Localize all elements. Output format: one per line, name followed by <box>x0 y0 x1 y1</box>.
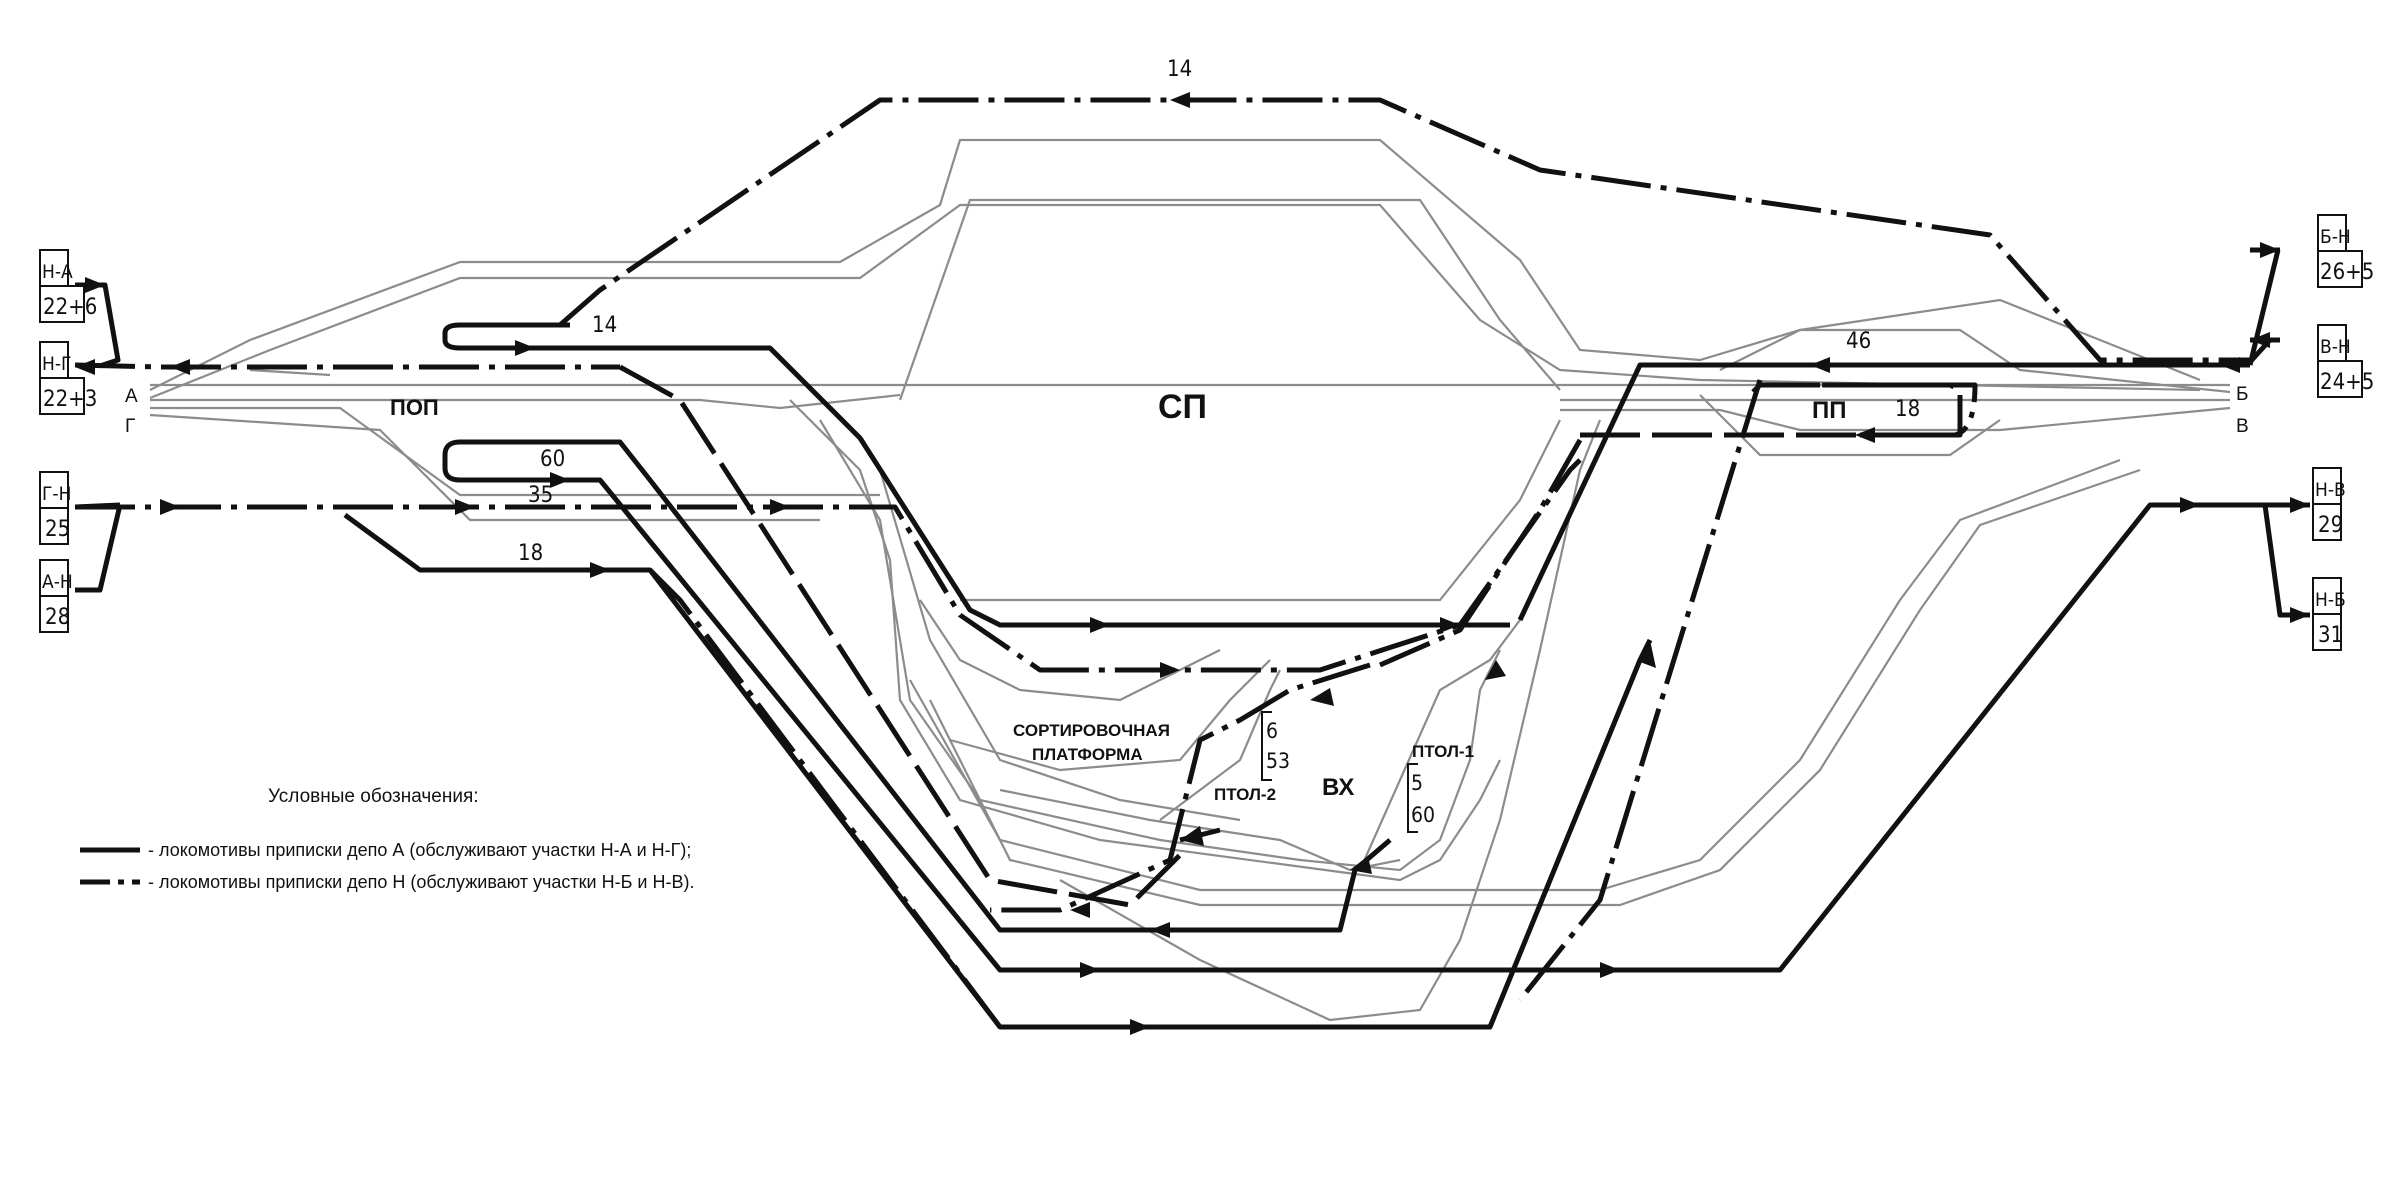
arrow-icon <box>1350 856 1372 874</box>
svg-text:22+3: 22+3 <box>43 387 97 412</box>
legend: Условные обозначения: - локомотивы припи… <box>80 786 694 892</box>
arrow-icon <box>1640 640 1656 668</box>
station-box-left-an: А-Н 28 <box>39 559 73 633</box>
svg-text:А-Н: А-Н <box>42 571 73 593</box>
legend-solid-text: - локомотивы приписки депо А (обслуживаю… <box>148 840 691 860</box>
svg-text:22+6: 22+6 <box>43 295 97 320</box>
station-box-right-vn: В-Н 24+5 <box>2317 324 2374 398</box>
platform-label-line1: СОРТИРОВОЧНАЯ <box>1013 721 1170 740</box>
arrow-icon <box>1485 660 1506 680</box>
arrow-icon <box>1070 902 1090 918</box>
station-box-right-nv: Н-В 29 <box>2312 467 2346 541</box>
arrow-icon <box>2260 242 2280 258</box>
svg-text:Н-В: Н-В <box>2315 479 2346 501</box>
arrow-icon <box>770 499 790 515</box>
station-box-right-bn: Б-Н 26+5 <box>2317 214 2374 288</box>
station-box-left-ng: Н-Г 22+3 <box>39 341 97 415</box>
vx-track-box-a: 6 53 <box>1261 711 1290 781</box>
arrow-icon <box>550 472 570 488</box>
svg-text:Н-Б: Н-Б <box>2315 589 2346 611</box>
station-box-right-nb: Н-Б 31 <box>2312 577 2346 651</box>
route-number: 14 <box>592 313 617 338</box>
svg-text:Г-Н: Г-Н <box>42 483 71 505</box>
platform-label-line2: ПЛАТФОРМА <box>1032 745 1143 764</box>
svg-text:Н-А: Н-А <box>42 261 73 283</box>
arrow-icon <box>1180 826 1204 846</box>
yard-pp-label: ПП <box>1812 397 1847 424</box>
direction-letter: Г <box>125 416 135 437</box>
legend-dashed-text: - локомотивы приписки депо Н (обслуживаю… <box>148 872 694 892</box>
yard-pop-label: ПОП <box>390 395 439 420</box>
direction-letter: А <box>125 386 138 407</box>
route-number: 18 <box>1895 397 1920 422</box>
arrow-icon <box>85 277 105 293</box>
arrow-icon <box>1440 617 1460 633</box>
svg-text:29: 29 <box>2318 513 2343 538</box>
arrow-icon <box>2180 497 2200 513</box>
arrow-icon <box>2290 497 2310 513</box>
svg-text:26+5: 26+5 <box>2320 260 2374 285</box>
arrowheads <box>75 92 2310 1035</box>
svg-text:24+5: 24+5 <box>2320 370 2374 395</box>
route-number: 14 <box>1167 57 1192 82</box>
route-number: 18 <box>518 541 543 566</box>
ptol2-label: ПТОЛ-2 <box>1214 785 1276 804</box>
arrow-icon <box>515 340 535 356</box>
svg-text:В-Н: В-Н <box>2320 336 2351 358</box>
route-number: 35 <box>528 483 553 508</box>
arrow-icon <box>1150 922 1170 938</box>
ptol1-label: ПТОЛ-1 <box>1412 742 1474 761</box>
svg-text:28: 28 <box>45 605 70 630</box>
svg-text:31: 31 <box>2318 623 2343 648</box>
arrow-icon <box>1310 688 1334 706</box>
svg-text:53: 53 <box>1266 749 1290 773</box>
station-box-left-na: Н-А 22+6 <box>39 249 97 323</box>
arrow-icon <box>2250 332 2270 348</box>
direction-letter: В <box>2236 416 2249 437</box>
yard-vx-label: ВХ <box>1322 774 1354 801</box>
vx-track-box-b: 5 60 <box>1407 763 1435 833</box>
direction-letter: Б <box>2236 384 2248 405</box>
arrow-icon <box>1090 617 1110 633</box>
svg-text:25: 25 <box>45 517 70 542</box>
arrow-icon <box>170 359 190 375</box>
arrow-icon <box>1080 962 1100 978</box>
station-box-left-gn: Г-Н 25 <box>39 471 71 545</box>
arrow-icon <box>455 499 475 515</box>
arrow-icon <box>75 359 95 375</box>
arrow-icon <box>1130 1019 1150 1035</box>
arrow-icon <box>1170 92 1190 108</box>
svg-text:5: 5 <box>1411 771 1423 795</box>
arrow-icon <box>1160 662 1180 678</box>
svg-text:60: 60 <box>1411 803 1435 827</box>
route-number: 46 <box>1846 329 1871 354</box>
yard-sp-label: СП <box>1158 388 1207 426</box>
arrow-icon <box>1855 427 1875 443</box>
svg-text:Н-Г: Н-Г <box>42 353 71 375</box>
svg-text:6: 6 <box>1266 719 1278 743</box>
legend-title: Условные обозначения: <box>268 786 479 807</box>
arrow-icon <box>2290 607 2310 623</box>
arrow-icon <box>1600 962 1620 978</box>
arrow-icon <box>2220 357 2240 373</box>
track-layout <box>149 138 2231 1022</box>
arrow-icon <box>1810 357 1830 373</box>
route-number: 60 <box>540 447 565 472</box>
svg-text:Б-Н: Б-Н <box>2320 226 2351 248</box>
arrow-icon <box>160 499 180 515</box>
arrow-icon <box>590 562 610 578</box>
